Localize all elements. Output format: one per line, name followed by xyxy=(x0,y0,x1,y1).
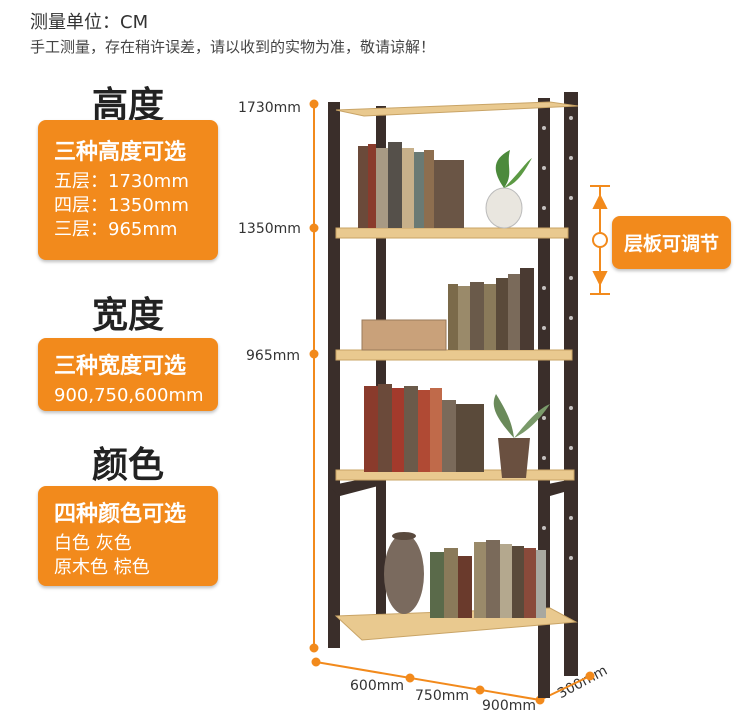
color-options-line-2: 原木色 棕色 xyxy=(54,557,150,578)
height-heading: 高度 xyxy=(91,85,164,126)
height-label-1350: 1350mm xyxy=(238,221,301,237)
plant-pot-shelf-3 xyxy=(493,394,550,478)
measurement-unit: 测量单位：CM xyxy=(30,12,149,33)
books-shelf-3 xyxy=(364,384,484,472)
adjust-range-bracket xyxy=(590,185,610,295)
color-card-title: 四种颜色可选 xyxy=(54,502,187,527)
books-shelf-4 xyxy=(430,540,546,618)
height-options-card: 三种高度可选 五层：1730mm 四层：1350mm 三层：965mm xyxy=(38,120,218,260)
measurement-notice: 手工测量，存在稍许误差，请以收到的实物为准，敬请谅解！ xyxy=(30,38,436,56)
height-dimension-line xyxy=(309,99,319,653)
shelf-adjustable-tag: 层板可调节 xyxy=(612,216,732,269)
color-options-card: 四种颜色可选 白色 灰色 原木色 棕色 xyxy=(38,486,218,586)
width-options-values: 900,750,600mm xyxy=(54,385,204,406)
color-options-line-1: 白色 灰色 xyxy=(54,533,132,554)
height-option-5: 五层：1730mm xyxy=(54,171,189,192)
height-card-title: 三种高度可选 xyxy=(54,140,187,165)
width-card-title: 三种宽度可选 xyxy=(54,354,187,379)
height-label-1730: 1730mm xyxy=(238,100,301,116)
decor-box-shelf-2 xyxy=(361,319,447,351)
width-label-600: 600mm xyxy=(350,678,404,694)
vase-shelf-4 xyxy=(384,532,424,614)
books-shelf-2 xyxy=(448,268,534,350)
adjustment-holes xyxy=(542,116,573,570)
bookshelf-illustration xyxy=(309,92,610,705)
height-option-4: 四层：1350mm xyxy=(54,195,189,216)
height-option-3: 三层：965mm xyxy=(54,219,178,240)
width-heading: 宽度 xyxy=(91,295,164,336)
width-dimension-line xyxy=(311,657,595,705)
height-label-965: 965mm xyxy=(246,348,300,364)
width-options-card: 三种宽度可选 900,750,600mm xyxy=(38,338,218,411)
width-label-750: 750mm xyxy=(415,688,469,704)
books-shelf-1 xyxy=(358,142,464,228)
width-label-900: 900mm xyxy=(482,698,536,714)
color-heading: 颜色 xyxy=(91,445,164,486)
plant-pot-shelf-1 xyxy=(485,150,532,229)
